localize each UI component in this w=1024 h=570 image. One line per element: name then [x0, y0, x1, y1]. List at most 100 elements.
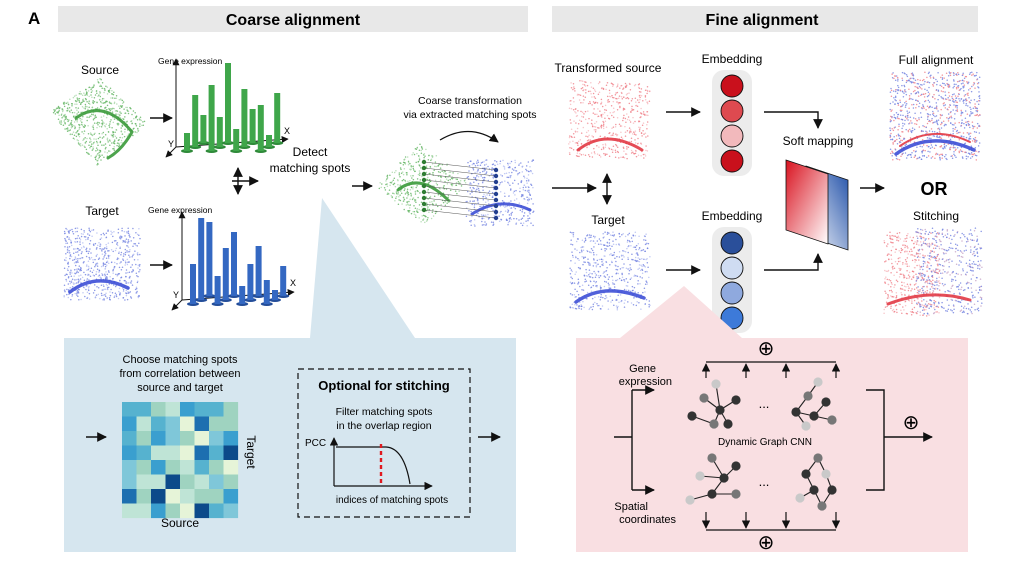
tissue-dot [437, 193, 440, 196]
match-spot-source [421, 207, 427, 213]
tissue-dot [913, 150, 915, 152]
tissue-dot [527, 219, 529, 222]
tissue-dot [126, 251, 128, 253]
tissue-dot [923, 312, 925, 315]
tissue-dot [118, 287, 121, 290]
tissue-dot [92, 126, 95, 129]
tissue-dot [520, 181, 522, 183]
tissue-dot [105, 292, 107, 295]
hippocampus-band [470, 202, 532, 216]
tissue-dot [515, 218, 518, 220]
tissue-dot [77, 295, 79, 298]
heatmap-cell [223, 445, 239, 461]
tissue-dot [128, 271, 131, 274]
tissue-dot [74, 127, 76, 130]
tissue-dot [907, 112, 909, 115]
tissue-dot [918, 264, 921, 267]
tissue-dot [88, 279, 90, 281]
tissue-dot [525, 168, 527, 171]
tissue-dot [585, 271, 588, 274]
tissue-dot [120, 131, 123, 133]
tissue-dot [960, 109, 962, 112]
tissue-dot [943, 265, 945, 267]
tissue-dot [96, 122, 98, 125]
tissue-dot [125, 269, 128, 271]
tissue-dot [906, 283, 909, 286]
tissue-dot [924, 80, 926, 83]
tissue-dot [86, 238, 89, 240]
tissue-dot [978, 91, 980, 93]
tissue-dot [529, 194, 531, 197]
tissue-dot [410, 175, 412, 177]
tissue-dot [638, 83, 641, 85]
tissue-dot [126, 263, 129, 266]
embedding-label-red: Embedding [702, 52, 763, 66]
heatmap-cell [223, 489, 239, 504]
tissue-dot [106, 151, 109, 154]
tissue-dot [892, 141, 894, 144]
embedding-label-blue: Embedding [702, 209, 763, 223]
tissue-dot [481, 181, 484, 184]
tissue-dot [107, 242, 110, 244]
tissue-dot [116, 113, 118, 116]
tissue-dot [618, 123, 621, 125]
tissue-dot [975, 141, 977, 143]
bar [263, 280, 270, 304]
tissue-dot [397, 192, 399, 194]
tissue-dot [587, 153, 590, 156]
tissue-dot [444, 176, 447, 178]
tissue-dot [892, 72, 894, 74]
tissue-dot [636, 275, 639, 277]
tissue-dot [930, 305, 933, 308]
tissue-dot [428, 181, 430, 184]
tissue-dot [580, 110, 582, 113]
tissue-dot [406, 201, 408, 203]
tissue-dot [88, 267, 90, 270]
tissue-dot [904, 294, 906, 296]
tissue-dot [895, 75, 898, 77]
tissue-dot [649, 304, 651, 306]
tissue-dot [426, 208, 429, 210]
tissue-dot [118, 251, 120, 253]
tissue-dot [131, 264, 134, 266]
tissue-dot [416, 207, 419, 210]
tissue-dot [86, 284, 88, 287]
tissue-dot [933, 307, 935, 309]
tissue-dot [85, 247, 88, 249]
tissue-dot [74, 231, 77, 233]
tissue-dot [939, 156, 941, 159]
tissue-dot [967, 89, 970, 91]
tissue-dot [934, 244, 936, 246]
tissue-dot [142, 124, 145, 127]
tissue-dot [95, 270, 98, 273]
tissue-dot [592, 112, 595, 114]
tissue-dot [393, 177, 396, 180]
tissue-dot [607, 278, 610, 280]
tissue-dot [627, 268, 629, 270]
tissue-dot [63, 230, 66, 233]
tissue-dot [471, 191, 473, 193]
tissue-dot [612, 116, 615, 119]
tissue-dot [77, 292, 80, 294]
tissue-dot [632, 108, 634, 111]
tissue-dot [901, 71, 904, 74]
tissue-dot [425, 148, 427, 151]
tissue-dot [62, 102, 65, 105]
tissue-dot [594, 122, 596, 125]
tissue-dot [614, 257, 616, 259]
tissue-dot [909, 153, 911, 156]
tissue-dot [431, 163, 434, 165]
tissue-dot [119, 293, 121, 295]
tissue-dot [526, 169, 528, 172]
tissue-dot [935, 311, 937, 313]
tissue-dot [111, 90, 113, 92]
tissue-dot [945, 154, 947, 156]
tissue-dot [139, 123, 141, 125]
match-spot-source [421, 183, 427, 189]
tissue-dot [389, 174, 391, 177]
match-spot-target [493, 179, 499, 185]
tissue-dot [616, 85, 619, 87]
tissue-dot [632, 304, 635, 306]
tissue-dot [908, 271, 911, 274]
tissue-dot [132, 237, 135, 239]
